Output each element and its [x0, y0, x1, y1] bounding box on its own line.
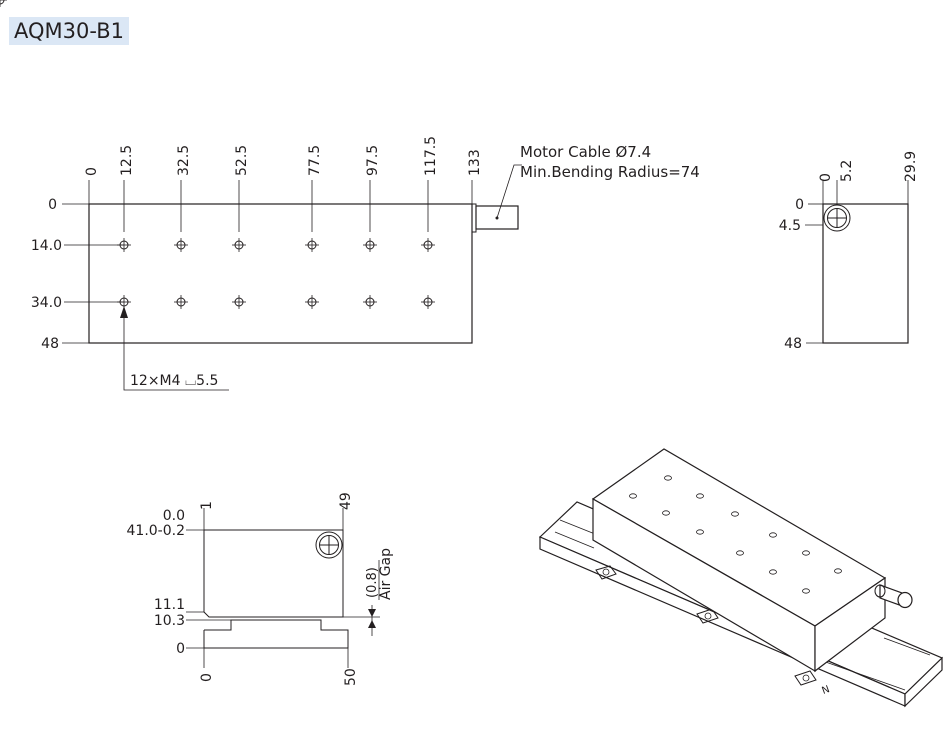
- side-dim-x-5-2: 5.2: [839, 160, 855, 182]
- page-title: AQM30-B1: [9, 17, 129, 45]
- cable-note-line2: Min.Bending Radius=74: [520, 163, 700, 181]
- carriage-outline: [203, 529, 344, 618]
- side-body-outline: [822, 203, 909, 344]
- front-view: 1 49 0.0 41.0-0.2 11.1 10.3 0 0 50 (0.8)…: [127, 492, 395, 686]
- front-dim-11-1: 11.1: [154, 597, 185, 613]
- slot-icon: [595, 565, 617, 580]
- holes-note: 12×M4 ⌴5.5: [130, 373, 218, 389]
- dim-x-32-5: 32.5: [176, 145, 192, 176]
- dim-y-0: 0: [48, 197, 57, 213]
- top-holes: [629, 475, 842, 594]
- isometric-view: N: [538, 448, 944, 708]
- slot-icon: [794, 670, 817, 686]
- side-dim-y-0: 0: [795, 197, 804, 213]
- dim-x-12-5: 12.5: [119, 145, 135, 176]
- cable-note-line1: Motor Cable Ø7.4: [520, 143, 651, 161]
- holes-leader: [123, 312, 229, 391]
- air-gap-label: Air Gap: [378, 548, 394, 600]
- dim-x-52-5: 52.5: [234, 145, 250, 176]
- dim-x-117-5: 117.5: [423, 136, 439, 176]
- mounting-holes: [0, 0, 7, 7]
- side-dim-y-4-5: 4.5: [779, 218, 801, 234]
- base-side-face: [904, 656, 943, 708]
- dim-y-48: 48: [41, 336, 59, 352]
- arrow-down-icon: [368, 609, 376, 617]
- top-view: Motor Cable Ø7.4 Min.Bending Radius=74 0…: [0, 0, 700, 391]
- base-outline: [203, 619, 349, 649]
- front-dim-41: 41.0-0.2: [127, 523, 186, 539]
- dim-x-97-5: 97.5: [365, 145, 381, 176]
- dim-x-0: 0: [84, 167, 100, 176]
- side-dim-x-29-9: 29.9: [903, 151, 919, 182]
- front-dim-bottom-0: 0: [199, 673, 215, 682]
- cable-stub: [874, 584, 913, 609]
- stage-body-outline: [88, 203, 473, 344]
- iso-label-n: N: [821, 684, 832, 697]
- side-dim-x-0: 0: [818, 173, 834, 182]
- slot-icon: [696, 608, 719, 624]
- cable-leader: [496, 164, 522, 219]
- dim-y-34: 34.0: [31, 295, 62, 311]
- front-dim-0: 0: [176, 641, 185, 657]
- arrow-up-icon: [368, 620, 376, 628]
- carriage-side-face: [814, 576, 886, 673]
- screw-icon: [315, 531, 343, 559]
- front-dim-0-0: 0.0: [163, 508, 185, 524]
- arrow-up-icon: [120, 306, 128, 318]
- front-dim-top-1: 1: [199, 501, 215, 510]
- front-dim-top-49: 49: [338, 492, 354, 510]
- side-dim-y-48: 48: [784, 336, 802, 352]
- front-dim-10-3: 10.3: [154, 613, 185, 629]
- side-view: 0 5.2 29.9 0 4.5 48: [779, 151, 919, 352]
- air-gap-value: (0.8): [365, 567, 380, 598]
- screw-icon: [823, 204, 851, 232]
- front-dim-bottom-50: 50: [343, 668, 359, 686]
- dim-x-133: 133: [467, 149, 483, 176]
- dim-x-77-5: 77.5: [307, 145, 323, 176]
- dim-y-14: 14.0: [31, 238, 62, 254]
